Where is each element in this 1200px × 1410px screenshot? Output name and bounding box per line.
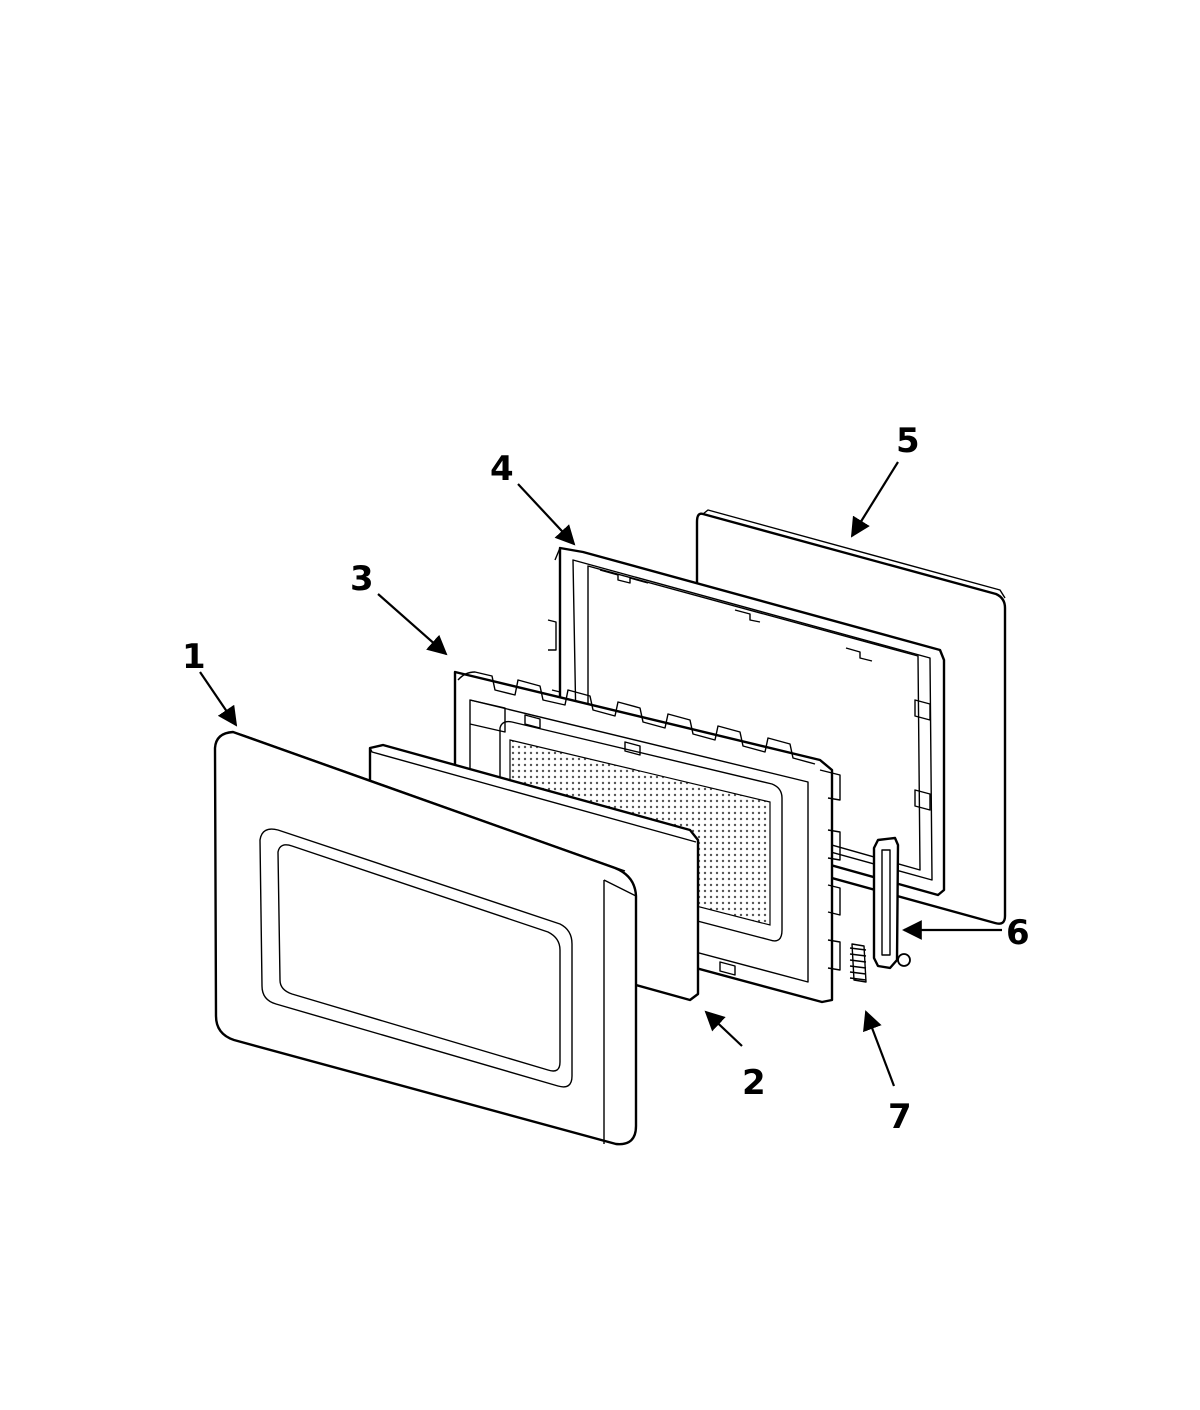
part-1-door-front-frame (213, 730, 638, 1146)
callout-1: 1 (182, 637, 206, 677)
leader-1 (199, 671, 238, 727)
callout-4: 4 (490, 449, 514, 489)
callout-labels: 1 2 3 4 5 6 7 (182, 421, 1030, 1137)
callout-leaders (199, 461, 1002, 1087)
leader-5 (850, 461, 899, 538)
part-7-spring (849, 943, 867, 983)
callout-2: 2 (742, 1063, 766, 1103)
callout-7: 7 (888, 1097, 912, 1137)
callout-6: 6 (1006, 913, 1030, 953)
part-6-latch-hook (872, 836, 911, 970)
leader-3 (377, 593, 448, 656)
leader-4 (517, 483, 576, 546)
leader-2 (704, 1010, 743, 1047)
callout-3: 3 (350, 559, 374, 599)
leader-7 (863, 1010, 896, 1087)
callout-5: 5 (896, 421, 920, 461)
